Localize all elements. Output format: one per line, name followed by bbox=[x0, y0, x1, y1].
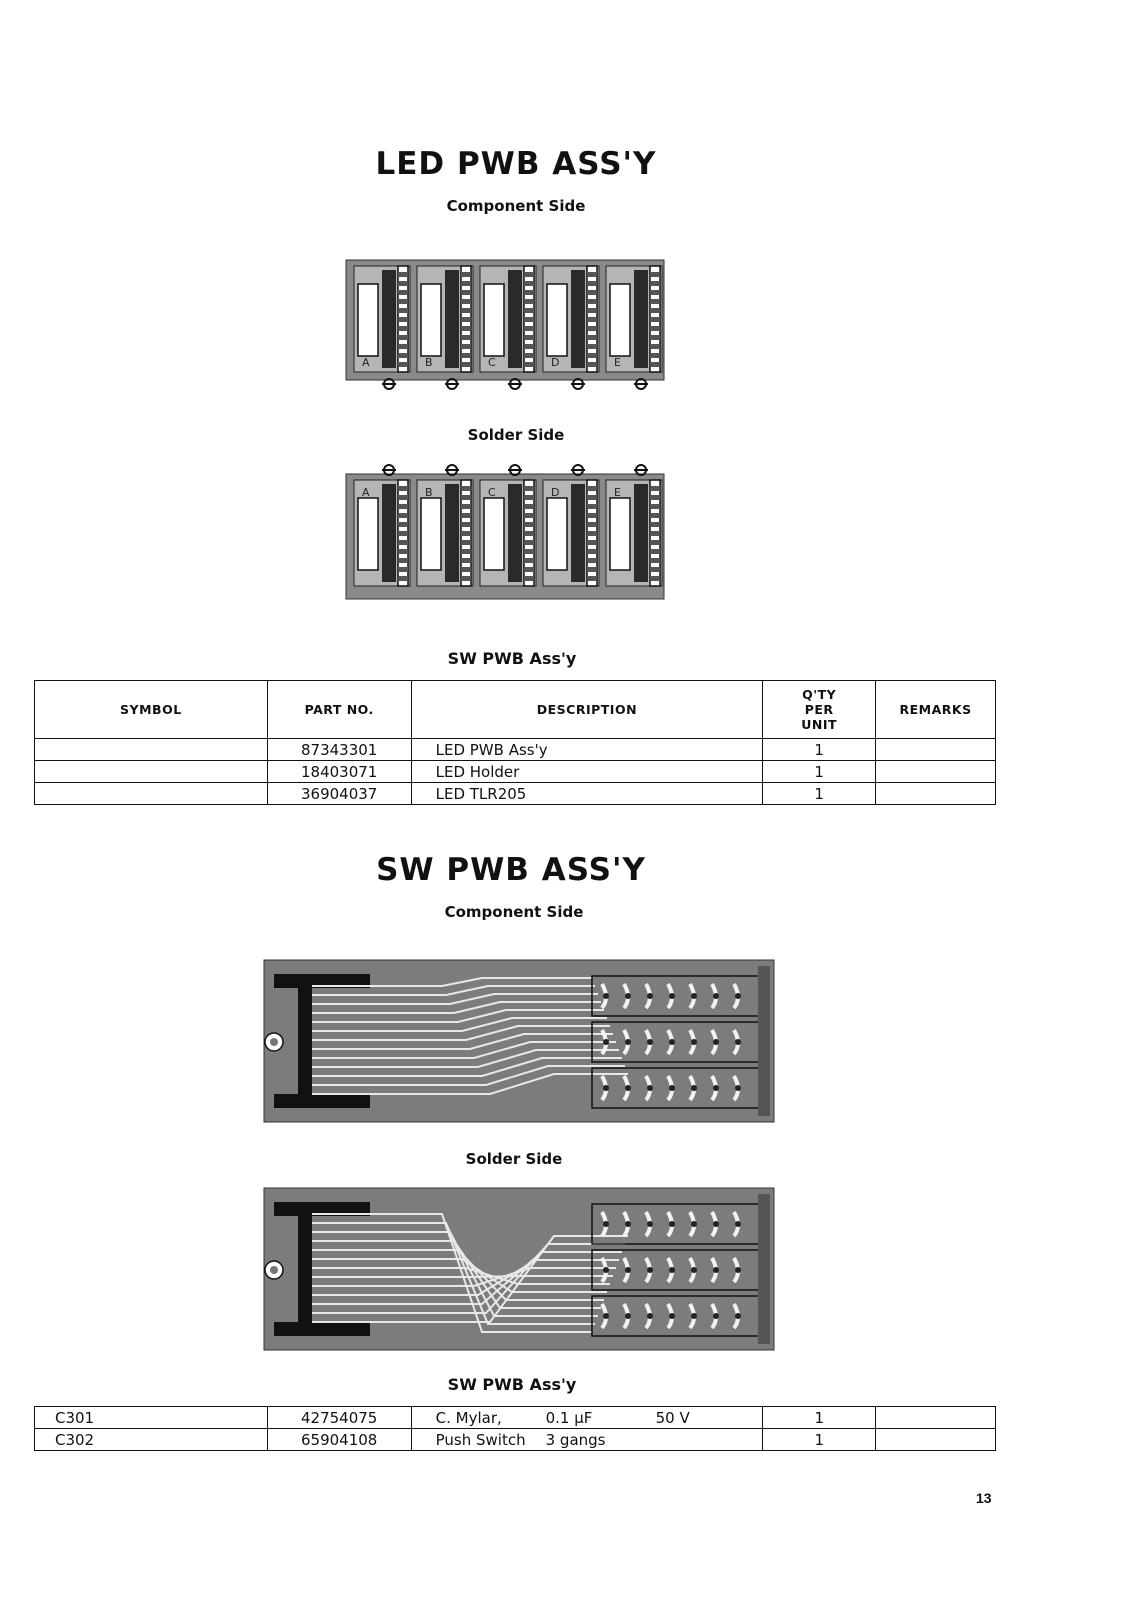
sw-solder-side-label: Solder Side bbox=[465, 1150, 563, 1168]
cell-description: C. Mylar, 0.1 μF 50 V bbox=[410, 1406, 764, 1429]
led-module-a: A bbox=[353, 464, 411, 587]
led-module-b: B bbox=[416, 265, 474, 390]
led-module-d: D bbox=[542, 464, 600, 587]
cell-remarks bbox=[875, 738, 996, 761]
header-description: DESCRIPTION bbox=[410, 680, 764, 739]
led-module-letter: E bbox=[614, 356, 621, 369]
led-component-side-label: Component Side bbox=[446, 197, 586, 215]
cell-symbol bbox=[34, 738, 268, 761]
led-module-a: A bbox=[353, 265, 411, 390]
sw-board-component-side bbox=[263, 959, 775, 1123]
sw-parts-table: C301 42754075 C. Mylar, 0.1 μF 50 V 1 C302… bbox=[34, 1406, 996, 1451]
cell-part-no: 36904037 bbox=[266, 782, 412, 805]
led-module-letter: B bbox=[425, 486, 433, 499]
cell-qty: 1 bbox=[762, 1428, 877, 1451]
led-section-title: LED PWB ASS'Y bbox=[375, 146, 657, 182]
cell-symbol: C301 bbox=[34, 1406, 268, 1429]
led-module-letter: B bbox=[425, 356, 433, 369]
table-row: 18403071 LED Holder 1 bbox=[34, 760, 996, 783]
cell-remarks bbox=[875, 1406, 996, 1429]
cell-description: LED Holder bbox=[410, 760, 764, 783]
led-caption: SW PWB Ass'y bbox=[447, 649, 577, 668]
cell-part-no: 65904108 bbox=[266, 1428, 412, 1451]
page-number: 13 bbox=[976, 1490, 992, 1506]
description-value: 0.1 μF bbox=[545, 1408, 593, 1427]
cell-remarks bbox=[875, 760, 996, 783]
header-remarks: REMARKS bbox=[875, 680, 996, 739]
led-module-e: E bbox=[605, 464, 663, 587]
table-row: C301 42754075 C. Mylar, 0.1 μF 50 V 1 bbox=[34, 1406, 996, 1429]
description-text: C. Mylar, bbox=[435, 1408, 502, 1427]
cell-description: LED PWB Ass'y bbox=[410, 738, 764, 761]
description-voltage: 50 V bbox=[655, 1408, 690, 1427]
led-module-b: B bbox=[416, 464, 474, 587]
description-value: 3 gangs bbox=[545, 1430, 606, 1449]
cell-symbol bbox=[34, 782, 268, 805]
cell-part-no: 42754075 bbox=[266, 1406, 412, 1429]
description-text: Push Switch bbox=[435, 1430, 526, 1449]
led-module-letter: C bbox=[488, 356, 496, 369]
led-module-d: D bbox=[542, 265, 600, 390]
led-parts-table: SYMBOL PART NO. DESCRIPTION Q'TY PER UNI… bbox=[34, 680, 996, 805]
table-row: C302 65904108 Push Switch 3 gangs 1 bbox=[34, 1428, 996, 1451]
cell-remarks bbox=[875, 1428, 996, 1451]
cell-symbol: C302 bbox=[34, 1428, 268, 1451]
table-header-row: SYMBOL PART NO. DESCRIPTION Q'TY PER UNI… bbox=[34, 680, 996, 739]
header-qty-line2: PER bbox=[804, 702, 834, 717]
cell-qty: 1 bbox=[762, 738, 877, 761]
led-module-letter: C bbox=[488, 486, 496, 499]
sw-board-solder-side bbox=[263, 1187, 775, 1351]
led-module-letter: A bbox=[362, 356, 370, 369]
cell-qty: 1 bbox=[762, 782, 877, 805]
led-solder-side-label: Solder Side bbox=[467, 426, 565, 444]
push-switch-gang bbox=[591, 1295, 763, 1337]
table-row: 87343301 LED PWB Ass'y 1 bbox=[34, 738, 996, 761]
led-module-c: C bbox=[479, 464, 537, 587]
led-board-solder-side: A B C D E bbox=[345, 464, 665, 600]
sw-component-side-label: Component Side bbox=[444, 903, 584, 921]
led-module-letter: D bbox=[551, 486, 559, 499]
cell-remarks bbox=[875, 782, 996, 805]
push-switch-gang bbox=[591, 1021, 763, 1063]
header-qty-line1: Q'TY bbox=[802, 687, 837, 702]
push-switch-gang bbox=[591, 975, 763, 1017]
led-module-letter: A bbox=[362, 486, 370, 499]
cell-description: LED TLR205 bbox=[410, 782, 764, 805]
led-board-component-side: A B C D E bbox=[345, 259, 665, 390]
cell-part-no: 87343301 bbox=[266, 738, 412, 761]
sw-caption: SW PWB Ass'y bbox=[447, 1375, 577, 1394]
led-module-c: C bbox=[479, 265, 537, 390]
header-symbol: SYMBOL bbox=[34, 680, 268, 739]
led-module-letter: E bbox=[614, 486, 621, 499]
table-row: 36904037 LED TLR205 1 bbox=[34, 782, 996, 805]
cell-description: Push Switch 3 gangs bbox=[410, 1428, 764, 1451]
cell-qty: 1 bbox=[762, 760, 877, 783]
header-part-no: PART NO. bbox=[266, 680, 412, 739]
cell-qty: 1 bbox=[762, 1406, 877, 1429]
cell-part-no: 18403071 bbox=[266, 760, 412, 783]
header-qty: Q'TY PER UNIT bbox=[762, 680, 877, 739]
header-qty-line3: UNIT bbox=[801, 717, 838, 732]
led-module-letter: D bbox=[551, 356, 559, 369]
led-module-e: E bbox=[605, 265, 663, 390]
cell-symbol bbox=[34, 760, 268, 783]
push-switch-gang bbox=[591, 1067, 763, 1109]
sw-section-title: SW PWB ASS'Y bbox=[376, 852, 646, 888]
